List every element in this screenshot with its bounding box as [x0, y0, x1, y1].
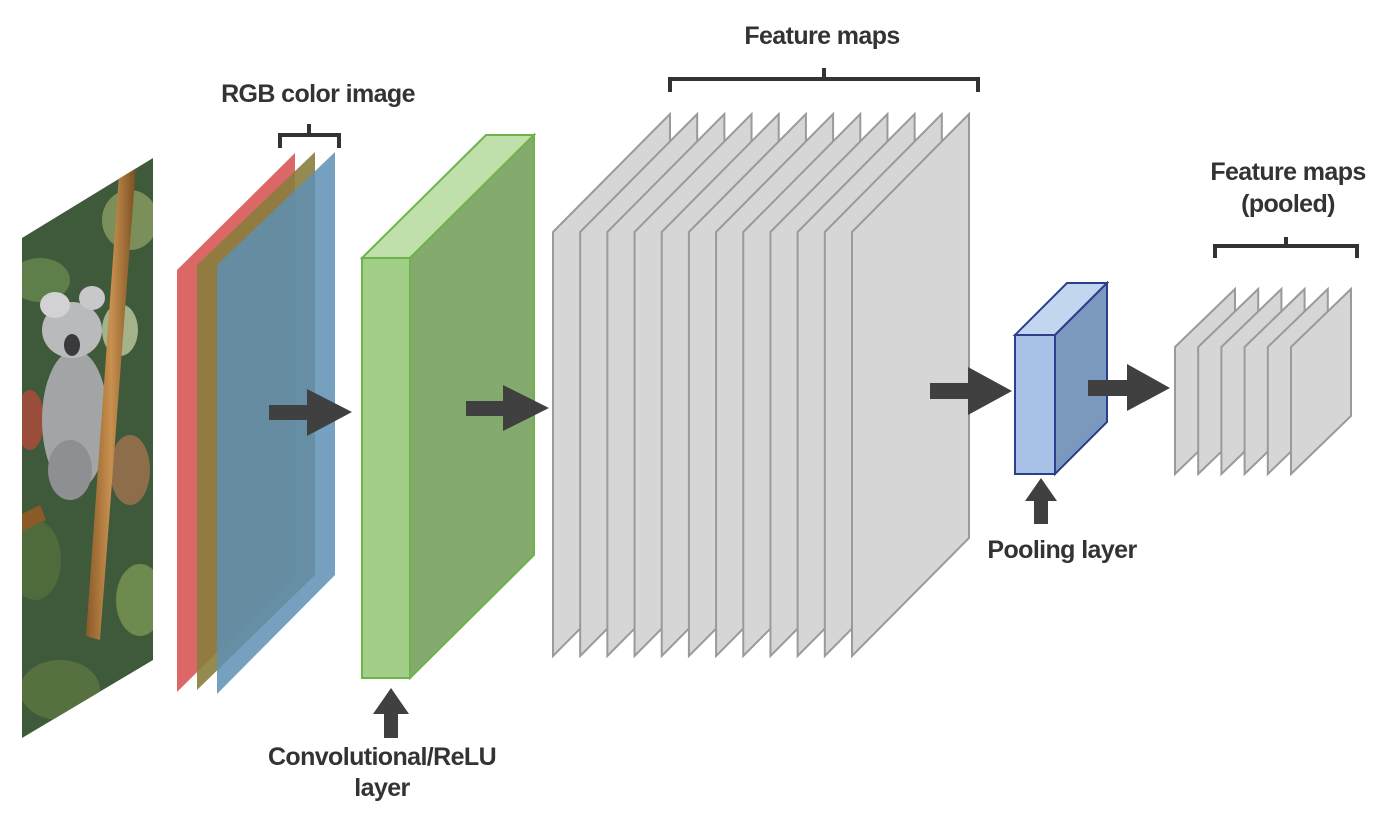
pool-front-face: [1014, 334, 1056, 475]
rgb-channels: [177, 152, 335, 694]
koala-photo-icon: [22, 160, 153, 720]
arrow-right-icon: [466, 385, 549, 431]
rgb-image-label: RGB color image: [221, 80, 416, 108]
pooled-label-line2: (pooled): [1241, 190, 1335, 218]
conv-front-face: [361, 257, 411, 679]
pooling-layer-label: Pooling layer: [987, 536, 1137, 564]
rgb-bracket: [278, 124, 341, 148]
feature-maps-stack: [552, 111, 970, 659]
pooled-maps-bracket: [1213, 237, 1359, 258]
blue-channel-plane: [217, 152, 335, 694]
feature-maps-bracket: [668, 68, 980, 92]
arrow-right-icon: [1088, 364, 1170, 411]
arrow-up-icon: [1025, 478, 1057, 524]
arrow-right-icon: [269, 389, 352, 436]
feature-maps-label: Feature maps: [744, 22, 899, 50]
pooling-block: [1012, 280, 1110, 477]
pooled-map-plane: [1290, 286, 1352, 477]
conv-layer-label-line2: layer: [354, 774, 410, 802]
pooled-label-line1: Feature maps: [1210, 158, 1365, 186]
feature-map-plane: [851, 111, 970, 659]
pooled-maps-stack: [1174, 286, 1352, 477]
input-photo: [22, 158, 153, 738]
arrow-right-icon: [930, 367, 1012, 415]
conv-layer-label-line1: Convolutional/ReLU: [268, 743, 496, 771]
arrow-up-icon: [373, 688, 409, 738]
